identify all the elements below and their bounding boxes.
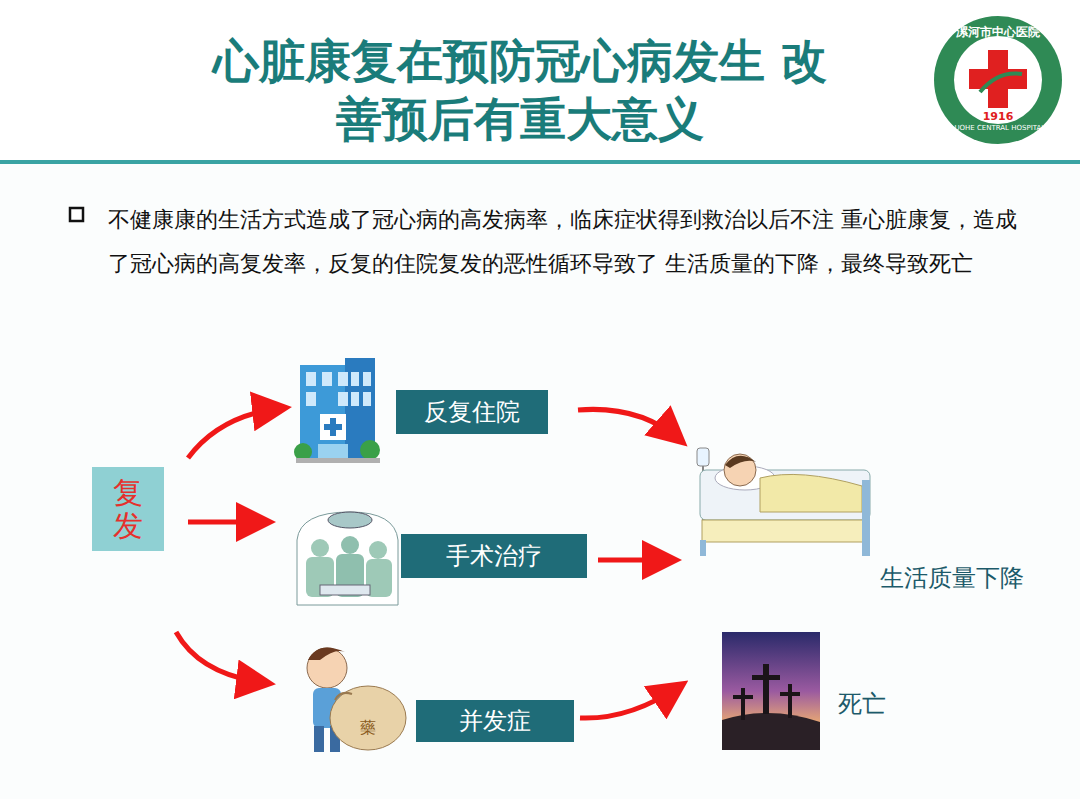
surgery-icon [297,512,398,605]
outcome-label: 生活质量下降 [880,562,1070,594]
hospital-icon [294,358,380,463]
node-text: 并发症 [459,705,531,737]
process-box: 手术治疗 [401,534,587,578]
hospital-logo [934,16,1062,144]
outcome-label: 死亡 [838,688,918,720]
logo-english: LUOHE CENTRAL HOSPITAL [944,124,1052,132]
patient-in-bed [697,448,870,556]
node-text: 反复住院 [424,396,520,428]
node-text: 手术治疗 [446,540,542,572]
relapse-box: 复发 [92,467,164,551]
crosses-at-dusk [722,632,820,750]
process-box: 反复住院 [396,390,548,434]
boy-with-medicine-bag [307,648,406,753]
logo-name: 漯河市中心医院 [948,24,1048,41]
process-box: 并发症 [416,700,574,742]
flow-arrows [176,408,680,718]
title: 心脏康复在预防冠心病发生 改善预后有重大意义 [210,32,830,148]
logo-year: 1916 [978,110,1018,123]
bullet [70,208,83,221]
bag-character: 藥 [355,718,381,739]
bullet-paragraph: 不健康康的生活方式造成了冠心病的高发病率，临床症状得到救治以后不注 重心脏康复，… [108,198,1038,286]
node-text: 复发 [113,476,143,542]
